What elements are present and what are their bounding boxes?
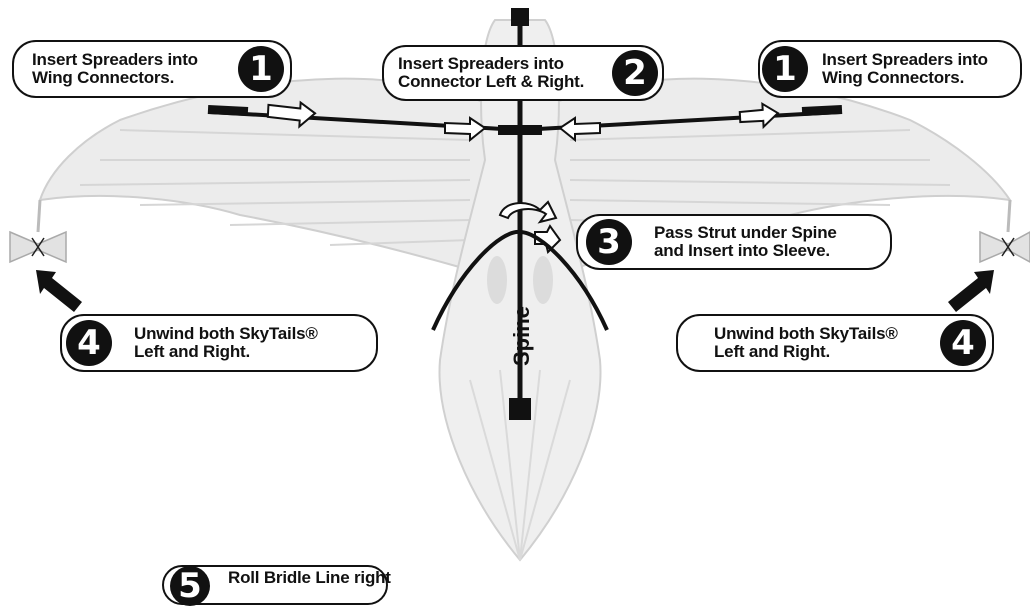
arrow-left-skytail [36,270,82,312]
right-wing-connector [801,104,843,117]
step-4-right-line-1: Unwind both SkyTails® [714,324,898,343]
bird-illustration [38,19,1013,562]
step-3-line-1: Pass Strut under Spine [654,223,837,242]
spine-label: Spine [509,306,534,366]
step-1-left-text: Insert Spreaders into Wing Connectors. [32,51,198,87]
step-5-badge: 5 [170,566,210,606]
arrow-strut-sleeve [534,224,562,254]
step-5-text: Roll Bridle Line right [228,569,391,587]
left-skytail [9,199,67,264]
spine-top-cap [511,8,529,26]
step-1-right-line-2: Wing Connectors. [822,68,965,87]
arrow-left-outward [266,100,317,129]
step-3-text: Pass Strut under Spine and Insert into S… [654,224,837,260]
step-4-left-line-2: Left and Right. [134,342,250,361]
step-1-left-badge: 1 [238,46,284,92]
step-1-right-callout: Insert Spreaders into Wing Connectors. [758,40,1022,98]
step-3-line-2: and Insert into Sleeve. [654,241,830,260]
step-1-right-line-1: Insert Spreaders into [822,50,988,69]
step-2-line-1: Insert Spreaders into [398,54,564,73]
step-4-left-line-1: Unwind both SkyTails® [134,324,318,343]
step-1-left-line-1: Insert Spreaders into [32,50,198,69]
arrow-right-skytail [948,270,994,312]
arrow-center-right [444,116,487,143]
center-connector [498,125,542,135]
step-1-left-line-2: Wing Connectors. [32,68,175,87]
step-2-text: Insert Spreaders into Connector Left & R… [398,55,584,91]
step-1-right-text: Insert Spreaders into Wing Connectors. [822,51,988,87]
arrow-strut-curve [498,200,558,224]
step-1-right-badge: 1 [762,46,808,92]
step-4-left-badge: 4 [66,320,112,366]
left-wing-connector [207,104,249,117]
step-4-left-callout: Unwind both SkyTails® Left and Right. [60,314,378,372]
step-5-line-1: Roll Bridle Line right [228,568,391,587]
kite-diagram [9,8,1030,562]
strut [431,229,609,331]
step-4-right-line-2: Left and Right. [714,342,830,361]
step-4-right-text: Unwind both SkyTails® Left and Right. [714,325,898,361]
spine-bottom-cap [509,398,531,420]
step-2-line-2: Connector Left & Right. [398,72,585,91]
arrows [266,100,780,254]
step-3-badge: 3 [586,219,632,265]
arrow-center-left [558,116,601,143]
step-2-badge: 2 [612,50,658,96]
arrow-right-outward [738,102,780,130]
step-4-left-text: Unwind both SkyTails® Left and Right. [134,325,318,361]
step-4-right-badge: 4 [940,320,986,366]
right-skytail [979,199,1030,264]
